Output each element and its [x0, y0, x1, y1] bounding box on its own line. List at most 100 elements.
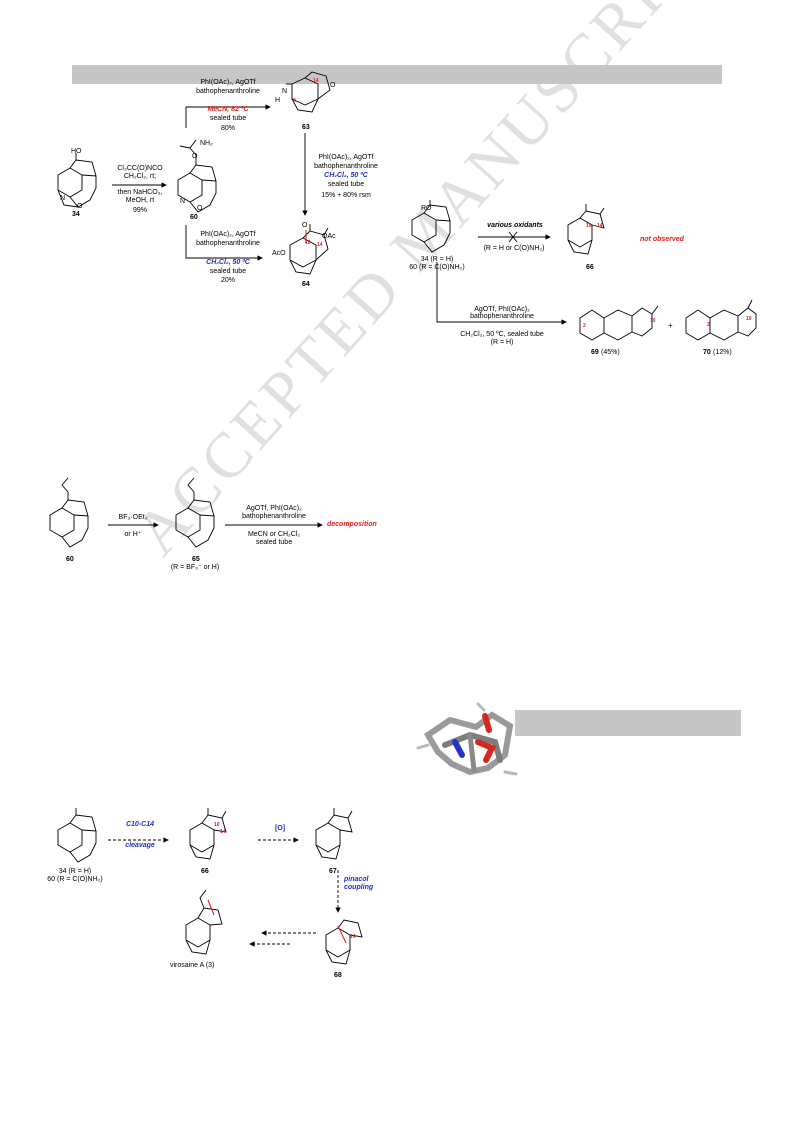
cond-a-2: CH₂Cl₂, rt;: [123, 173, 157, 180]
atom-num-14-s4: 14: [220, 829, 226, 835]
3d-model-image: [416, 702, 518, 776]
label-66-scheme2: 66: [586, 264, 594, 271]
atom-N-63: N: [282, 88, 288, 95]
not-observed-text: not observed: [640, 236, 684, 243]
cond-b-4: sealed tube: [209, 115, 247, 122]
cond-b-solvent: MeCN, 82 ºC: [207, 106, 249, 113]
cond-d-2: bathophenanthroline: [196, 240, 260, 247]
molecule-34: [57, 153, 97, 208]
label-68: 68: [334, 972, 342, 979]
cond-d-solvent: CH₂Cl₂, 50 ºC: [206, 259, 250, 266]
label-64: 64: [302, 281, 310, 288]
cond-a-3: then NaHCO₃,: [117, 189, 163, 196]
atom-O-34: O: [77, 203, 83, 210]
label-60: 60: [190, 214, 198, 221]
molecule-63: [286, 71, 331, 113]
label-63: 63: [302, 124, 310, 131]
plus-sign: +: [668, 321, 673, 330]
cond-b-yield: 80%: [220, 125, 235, 132]
yield-69: (45%): [601, 349, 620, 356]
cond-d-4: sealed tube: [209, 268, 247, 275]
molecule-67: [315, 808, 353, 860]
atom-num-10-s4: 10: [214, 822, 220, 828]
atom-HO-34: HO: [71, 148, 82, 155]
atom-N-34: N: [60, 195, 66, 202]
atom-num-14-66: 14: [597, 223, 603, 229]
molecule-34-60-scheme2: [411, 200, 451, 253]
molecule-64: [289, 224, 329, 275]
cond-s3-2: bathophenanthroline: [242, 513, 306, 520]
label-65: 65: [192, 556, 200, 563]
label-60-scheme3: 60: [66, 556, 74, 563]
molecule-66-scheme2: [567, 204, 605, 255]
cond-c-1: PhI(OAc)₂, AgOTf: [318, 154, 374, 161]
cond-a-yield: 99%: [132, 207, 147, 214]
cond-a-4: MeOH, rt: [125, 197, 155, 204]
step1-text: C10-C14: [125, 821, 154, 828]
atom-num-2-70: 2: [707, 322, 710, 328]
product-label: virosaine A (3): [170, 962, 215, 969]
molecule-virosaine-a: [185, 889, 223, 955]
atom-NH2-60: NH₂: [200, 140, 213, 147]
atom-H-63: H: [275, 97, 281, 104]
cond-d-1: PhI(OAc)₂, AgOTf: [200, 231, 256, 238]
label-65-note: (R = BF₃⁻ or H): [170, 564, 220, 571]
cond-c-2: bathophenanthroline: [314, 163, 378, 170]
atom-num-10-66: 10: [586, 223, 592, 229]
atom-num-14-68: 14: [350, 934, 356, 940]
arrow-label-r: (R = H or C(O)NH₂): [483, 245, 545, 252]
cond-c-yield: 15% + 80% rsm: [321, 192, 371, 199]
molecule-60-scheme3: [49, 477, 89, 548]
step1b-text: cleavage: [125, 842, 155, 849]
atom-N-60: N: [180, 198, 186, 205]
label-69: 69: [591, 349, 599, 356]
atom-num-14-63: 14: [313, 78, 319, 84]
atom-num-10-70: 10: [746, 316, 752, 322]
label-60-scheme2: 60 (R = C(O)NH₂): [409, 264, 465, 271]
arrow-to-69: [436, 262, 567, 325]
molecule-68: [325, 919, 363, 965]
atom-O-64: O: [302, 222, 308, 229]
cond-d-yield: 20%: [220, 277, 235, 284]
molecule-66-scheme4: [189, 808, 227, 860]
label-70: 70: [703, 349, 711, 356]
atom-O-63: O: [330, 82, 336, 89]
atom-O-60: O: [192, 153, 198, 160]
label-34: 34: [72, 211, 80, 218]
step2-text: [O]: [274, 825, 286, 832]
step3b-text: coupling: [344, 884, 374, 891]
reagent-h: or H⁺: [124, 531, 142, 538]
cond-s3-3: MeCN or CH₂Cl₂: [247, 531, 301, 538]
atom-AcO-64: AcO: [272, 250, 286, 257]
reagent-bf3: BF₃·OEt₂: [118, 514, 148, 521]
label-60-scheme4: 60 (R = C(O)NH₂): [47, 876, 103, 883]
cond-s2-4: (R = H): [490, 339, 514, 346]
arrow-60-64: [185, 225, 263, 261]
atom-num-10-64: 10: [305, 240, 311, 246]
atom-O2-60: O: [197, 205, 203, 212]
cond-b-1: PhI(OAc)₂, AgOTf: [200, 79, 256, 86]
yield-70: (12%): [713, 349, 732, 356]
arrow-60-63: [185, 104, 271, 128]
cond-c-solvent: CH₂Cl₂, 50 ºC: [324, 172, 368, 179]
molecule-65: [175, 477, 215, 548]
cond-a-1: Cl₃CC(O)NCO: [117, 165, 163, 172]
atom-RO-34: RO: [421, 205, 432, 212]
cond-s3-1: AgOTf, PhI(OAc)₂: [246, 505, 302, 512]
molecule-60: [177, 139, 217, 213]
label-66-scheme4: 66: [201, 868, 209, 875]
atom-num-2-69: 2: [583, 323, 586, 329]
molecule-34-scheme4: [57, 808, 97, 863]
cond-s2-2: bathophenanthroline: [470, 313, 534, 320]
decomposition-text: decomposition: [327, 521, 377, 528]
label-34-scheme2: 34 (R = H): [420, 256, 454, 263]
atom-num-2-63: 2: [293, 98, 296, 104]
caption-bar-top: [72, 65, 722, 84]
cond-s3-4: sealed tube: [255, 539, 293, 546]
caption-bar-figure: [515, 710, 741, 736]
cond-b-2: bathophenanthroline: [196, 88, 260, 95]
atom-num-14-64: 14: [317, 242, 323, 248]
cond-s2-1: AgOTf, PhI(OAc)₂: [474, 306, 530, 313]
cond-c-4: sealed tube: [327, 181, 365, 188]
